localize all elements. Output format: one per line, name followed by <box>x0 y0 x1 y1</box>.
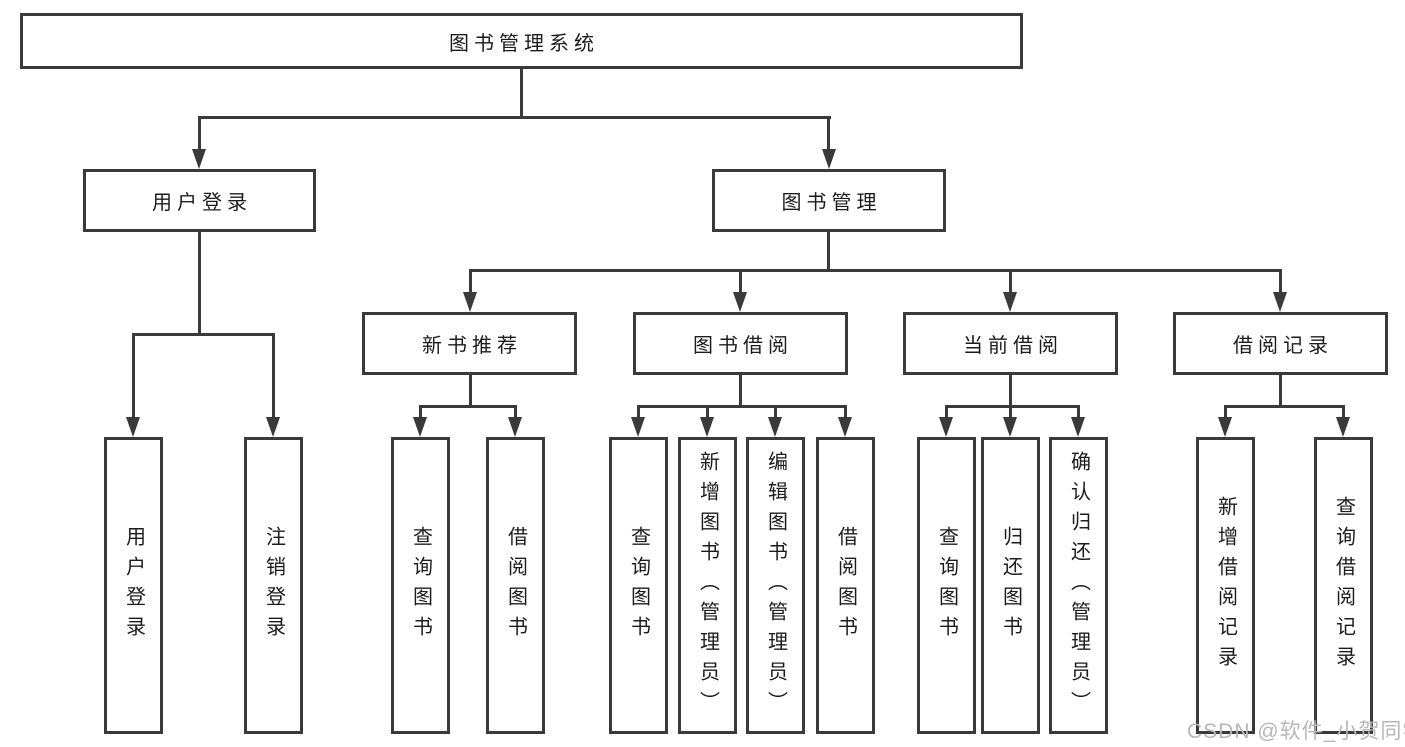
connector-line <box>469 269 1282 272</box>
node-new-book-recommend: 新书推荐 <box>362 312 577 375</box>
connector-line <box>1009 405 1012 421</box>
connector-line <box>637 405 640 421</box>
watermark: CSDN @软件_小贺同学 <box>1187 720 1405 743</box>
connector-line <box>272 333 275 421</box>
connector-line <box>1279 375 1282 406</box>
arrow-down-icon <box>939 417 953 437</box>
connector-line <box>132 333 135 421</box>
leaf-user-login: 用户登录 <box>104 437 163 734</box>
connector-line <box>1009 269 1012 297</box>
leaf-label: 查询借阅记录 <box>1332 495 1355 676</box>
connector-line <box>198 232 201 334</box>
connector-line <box>1342 405 1345 421</box>
connector-line <box>774 405 777 421</box>
node-book-management: 图书管理 <box>712 169 946 232</box>
leaf-borrow-books-borrowing: 借阅图书 <box>816 437 875 734</box>
leaf-return-book: 归还图书 <box>981 437 1040 734</box>
leaf-label: 查询图书 <box>409 525 432 646</box>
arrow-down-icon <box>266 417 280 437</box>
node-user-login: 用户登录 <box>83 169 316 232</box>
leaf-label: 查询图书 <box>935 525 958 646</box>
arrow-down-icon <box>822 149 836 169</box>
node-label: 图书借阅 <box>693 335 793 357</box>
connector-line <box>514 405 517 421</box>
connector-line <box>419 405 422 421</box>
connector-line <box>827 232 830 270</box>
arrow-down-icon <box>463 292 477 312</box>
node-label: 新书推荐 <box>422 335 522 357</box>
arrow-down-icon <box>838 417 852 437</box>
connector-line <box>945 405 948 421</box>
leaf-query-borrow-record: 查询借阅记录 <box>1314 437 1373 734</box>
connector-line <box>739 269 742 297</box>
node-label: 图书管理系统 <box>449 32 599 55</box>
arrow-down-icon <box>631 417 645 437</box>
leaf-add-book-admin: 新增图书（管理员） <box>678 437 737 734</box>
connector-line <box>198 116 831 119</box>
node-label: 图书管理 <box>781 192 882 214</box>
leaf-query-books-current: 查询图书 <box>917 437 976 734</box>
leaf-label: 新增图书（管理员） <box>696 450 719 721</box>
node-label: 用户登录 <box>152 192 252 214</box>
leaf-label: 新增借阅记录 <box>1214 495 1237 676</box>
node-book-borrowing: 图书借阅 <box>633 312 848 375</box>
connector-line <box>827 116 830 154</box>
leaf-query-books-borrowing: 查询图书 <box>609 437 668 734</box>
connector-line <box>739 375 742 406</box>
connector-line <box>1077 405 1080 421</box>
node-borrowing-records: 借阅记录 <box>1173 312 1388 375</box>
node-library-management-system: 图书管理系统 <box>20 13 1023 69</box>
leaf-borrow-books-recommend: 借阅图书 <box>486 437 545 734</box>
connector-line <box>1009 375 1012 406</box>
connector-line <box>469 269 472 297</box>
leaf-label: 确认归还（管理员） <box>1067 450 1090 721</box>
connector-line <box>419 405 517 408</box>
leaf-label: 注销登录 <box>262 525 285 646</box>
arrow-down-icon <box>1071 417 1085 437</box>
arrow-down-icon <box>192 149 206 169</box>
arrow-down-icon <box>733 292 747 312</box>
arrow-down-icon <box>1003 417 1017 437</box>
connector-line <box>706 405 709 421</box>
leaf-query-books-recommend: 查询图书 <box>391 437 450 734</box>
leaf-label: 借阅图书 <box>504 525 527 646</box>
arrow-down-icon <box>126 417 140 437</box>
arrow-down-icon <box>1218 417 1232 437</box>
node-current-borrowing: 当前借阅 <box>903 312 1118 375</box>
connector-line <box>198 116 201 154</box>
leaf-edit-book-admin: 编辑图书（管理员） <box>746 437 805 734</box>
connector-line <box>520 69 523 117</box>
connector-line <box>945 405 1080 408</box>
connector-line <box>1279 269 1282 297</box>
connector-line <box>132 333 275 336</box>
leaf-logout: 注销登录 <box>244 437 303 734</box>
arrow-down-icon <box>508 417 522 437</box>
arrow-down-icon <box>413 417 427 437</box>
arrow-down-icon <box>1003 292 1017 312</box>
leaf-label: 借阅图书 <box>834 525 857 646</box>
arrow-down-icon <box>1273 292 1287 312</box>
connector-line <box>844 405 847 421</box>
leaf-label: 用户登录 <box>122 525 145 646</box>
node-label: 借阅记录 <box>1233 335 1333 357</box>
leaf-add-borrow-record: 新增借阅记录 <box>1196 437 1255 734</box>
arrow-down-icon <box>700 417 714 437</box>
leaf-label: 查询图书 <box>627 525 650 646</box>
leaf-confirm-return-admin: 确认归还（管理员） <box>1049 437 1108 734</box>
leaf-label: 归还图书 <box>999 525 1022 646</box>
connector-line <box>1224 405 1345 408</box>
arrow-down-icon <box>1336 417 1350 437</box>
arrow-down-icon <box>768 417 782 437</box>
leaf-label: 编辑图书（管理员） <box>764 450 787 721</box>
connector-line <box>469 375 472 406</box>
connector-line <box>1224 405 1227 421</box>
connector-line <box>637 405 847 408</box>
node-label: 当前借阅 <box>963 335 1063 357</box>
